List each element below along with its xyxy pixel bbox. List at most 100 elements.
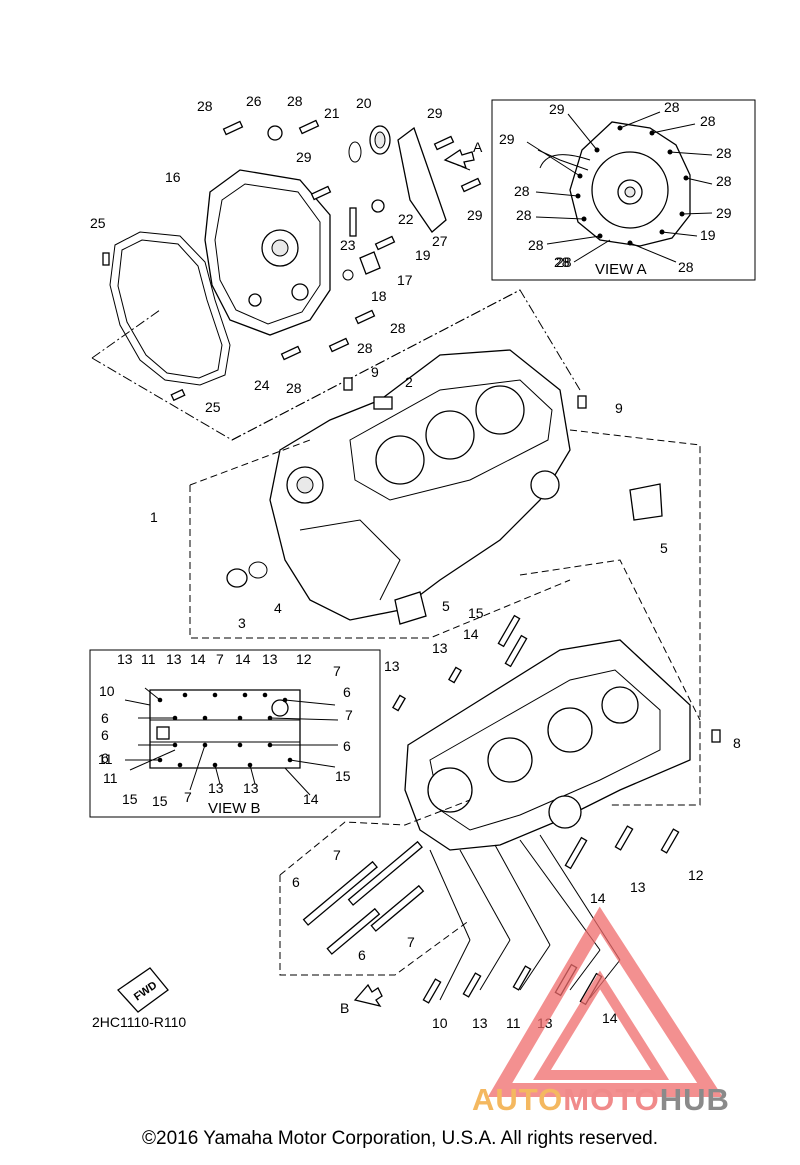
upper-crankcase <box>189 289 701 806</box>
main-callout: 6 <box>358 947 366 963</box>
main-callout: 20 <box>356 95 372 111</box>
diagram-code: 2HC1110-R110 <box>92 1014 187 1030</box>
view-a-callout: 28 <box>678 259 694 275</box>
view-b-callout: 11 <box>98 751 113 767</box>
view-a-callout: 28 <box>700 113 716 129</box>
main-callout: 23 <box>340 237 356 253</box>
view-b-callout: 6 <box>101 710 109 726</box>
main-callout: 16 <box>165 169 181 185</box>
view-a-callout: 28 <box>516 207 532 223</box>
main-callout: 22 <box>398 211 414 227</box>
view-b-callout: 7 <box>333 663 341 679</box>
main-callout: 14 <box>463 626 479 642</box>
main-callout: 28 <box>390 320 406 336</box>
view-b-callout: 10 <box>99 683 115 699</box>
view-b-callout: 15 <box>152 793 168 809</box>
view-b-callout: 7 <box>216 651 224 667</box>
watermark-text: AUTOMOTOHUB <box>472 1082 730 1118</box>
view-b-title: VIEW B <box>208 800 261 817</box>
view-a-callout: 28 <box>716 173 732 189</box>
view-a-callout: 28 <box>556 254 572 270</box>
view-b-callout: 7 <box>345 707 353 723</box>
main-callout: 29 <box>467 207 483 223</box>
main-callout: 13 <box>630 879 646 895</box>
main-callout: 7 <box>407 934 415 950</box>
main-callout: 25 <box>90 215 106 231</box>
main-callout: 28 <box>287 93 303 109</box>
view-b-callout: 14 <box>303 791 319 807</box>
main-callout: 6 <box>292 874 300 890</box>
main-callout: 28 <box>357 340 373 356</box>
main-callout: 5 <box>660 540 668 556</box>
main-callout: 1 <box>150 509 158 525</box>
view-b-callout: 6 <box>101 727 109 743</box>
watermark-word-moto: MOTO <box>563 1082 660 1117</box>
main-callout: 9 <box>371 364 379 380</box>
main-callout: 9 <box>615 400 623 416</box>
main-callout: 3 <box>238 615 246 631</box>
main-callout: 25 <box>205 399 221 415</box>
view-b-callout: 13 <box>262 651 278 667</box>
view-a-callout: 29 <box>716 205 732 221</box>
view-b-callout: 13 <box>208 780 224 796</box>
main-callout: 27 <box>432 233 448 249</box>
main-callout: 2 <box>405 374 413 390</box>
view-a-callout: 19 <box>700 227 716 243</box>
main-callout: 24 <box>254 377 270 393</box>
main-callout: 13 <box>472 1015 488 1031</box>
automotohub-logo <box>487 906 723 1097</box>
main-callout: 14 <box>590 890 606 906</box>
view-b-callout: 6 <box>101 750 109 766</box>
crankcase-cover-group <box>91 119 521 441</box>
view-b-callout: 13 <box>243 780 259 796</box>
view-a-callout: 28 <box>514 183 530 199</box>
watermark-word-hub: HUB <box>659 1082 730 1117</box>
main-callout: 7 <box>333 847 341 863</box>
view-b-inset: VIEW B <box>89 649 381 818</box>
view-b-callout: 14 <box>235 651 251 667</box>
lower-crankcase <box>404 559 721 851</box>
view-a-inset: VIEW A <box>491 99 756 281</box>
arrow-a-label: A <box>473 139 483 155</box>
main-callout: 14 <box>602 1010 618 1026</box>
main-callout: 29 <box>427 105 443 121</box>
view-a-callout: 28 <box>554 254 570 270</box>
fwd-arrow: FWD <box>117 967 169 1013</box>
view-b-callout: 6 <box>343 738 351 754</box>
view-a-callout: 28 <box>664 99 680 115</box>
main-callout: 15 <box>468 605 484 621</box>
view-b-callout: 11 <box>103 770 118 786</box>
view-a-callout: 28 <box>716 145 732 161</box>
main-callout: 28 <box>286 380 302 396</box>
arrow-b-label: B <box>340 1000 349 1016</box>
view-b-callout: 15 <box>335 768 351 784</box>
main-callout: 10 <box>432 1015 448 1031</box>
watermark-word-auto: AUTO <box>472 1082 564 1117</box>
main-callout: 19 <box>415 247 431 263</box>
copyright-notice: ©2016 Yamaha Motor Corporation, U.S.A. A… <box>142 1128 658 1149</box>
view-b-callout: 11 <box>141 651 156 667</box>
main-callout: 28 <box>197 98 213 114</box>
main-callout: 26 <box>246 93 262 109</box>
view-b-callout: 14 <box>190 651 206 667</box>
main-callout: 11 <box>506 1015 521 1031</box>
main-callout: 17 <box>397 272 413 288</box>
main-callout: 12 <box>688 867 704 883</box>
main-callout: 21 <box>324 105 340 121</box>
main-callout: 8 <box>733 735 741 751</box>
view-b-callout: 13 <box>117 651 133 667</box>
view-a-title: VIEW A <box>595 261 647 278</box>
view-b-callout: 6 <box>343 684 351 700</box>
main-callout: 18 <box>371 288 387 304</box>
main-callout: 4 <box>274 600 282 616</box>
view-a-callout: 29 <box>549 101 565 117</box>
main-callout: 13 <box>384 658 400 674</box>
arrow-a-icon <box>443 149 475 170</box>
main-callout: 13 <box>432 640 448 656</box>
view-b-callout: 12 <box>296 651 312 667</box>
view-b-callout: 7 <box>184 789 192 805</box>
view-a-callout: 28 <box>528 237 544 253</box>
